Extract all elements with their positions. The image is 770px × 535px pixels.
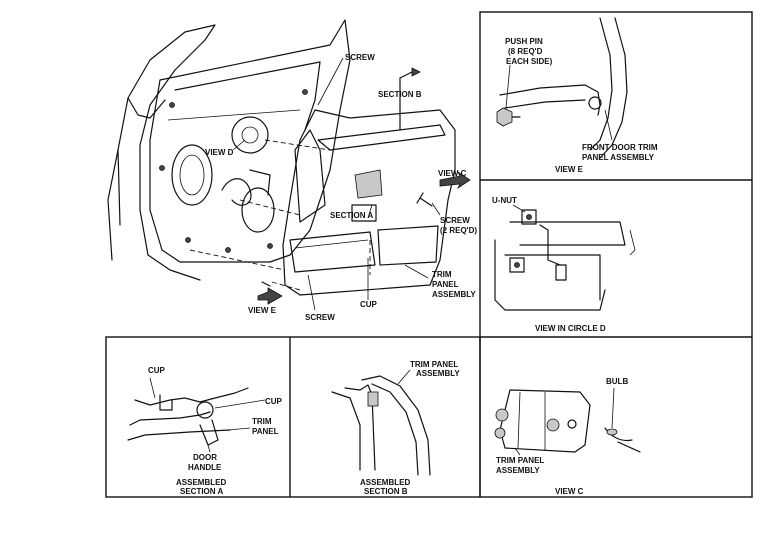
section-b-drawing	[331, 369, 431, 476]
label-screw-top: SCREW	[345, 53, 375, 62]
caption-section-a-line1: ASSEMBLED	[176, 478, 226, 487]
label-trim-c-line1: TRIM PANEL	[496, 456, 544, 465]
label-u-nut: U-NUT	[492, 196, 517, 205]
main-door-view	[107, 19, 471, 311]
caption-section-a-line2: SECTION A	[180, 487, 223, 496]
label-section-a: SECTION A	[330, 211, 373, 220]
label-view-d: VIEW D	[205, 148, 234, 157]
label-cup-left: CUP	[148, 366, 166, 375]
caption-section-b-line1: ASSEMBLED	[360, 478, 410, 487]
label-front-door-line2: PANEL ASSEMBLY	[582, 153, 655, 162]
label-view-e: VIEW E	[248, 306, 277, 315]
section-a-drawing	[127, 377, 266, 453]
label-push-pin-line2: (8 REQ'D	[508, 47, 543, 56]
label-door-line1: DOOR	[193, 453, 217, 462]
caption-view-c: VIEW C	[555, 487, 584, 496]
label-door-line2: HANDLE	[188, 463, 222, 472]
label-push-pin-line1: PUSH PIN	[505, 37, 543, 46]
label-trim-a-line2: PANEL	[252, 427, 279, 436]
label-cup: CUP	[360, 300, 378, 309]
label-trim-line3: ASSEMBLY	[432, 290, 476, 299]
caption-view-circle-d: VIEW IN CIRCLE D	[535, 324, 606, 333]
caption-view-e: VIEW E	[555, 165, 584, 174]
view-d-drawing	[494, 204, 636, 311]
label-cup-right: CUP	[265, 397, 283, 406]
label-view-c: VIEW C	[438, 169, 467, 178]
label-screw-2-line1: SCREW	[440, 216, 470, 225]
label-screw-2-line2: (2 REQ'D)	[440, 226, 477, 235]
label-trim-line1: TRIM	[432, 270, 452, 279]
label-push-pin-line3: EACH SIDE)	[506, 57, 553, 66]
bottom-panel-frame	[105, 336, 481, 498]
caption-section-b-line2: SECTION B	[364, 487, 408, 496]
label-trim-b-line1: TRIM PANEL	[410, 360, 458, 369]
label-screw-bottom: SCREW	[305, 313, 335, 322]
label-bulb: BULB	[606, 377, 628, 386]
view-c-drawing	[494, 387, 641, 456]
label-trim-c-line2: ASSEMBLY	[496, 466, 540, 475]
label-trim-a-line1: TRIM	[252, 417, 272, 426]
right-panel-frame	[479, 11, 753, 498]
label-section-b: SECTION B	[378, 90, 422, 99]
view-e-drawing	[496, 17, 628, 159]
label-trim-b-line2: ASSEMBLY	[416, 369, 460, 378]
label-trim-line2: PANEL	[432, 280, 459, 289]
label-front-door-line1: FRONT DOOR TRIM	[582, 143, 658, 152]
